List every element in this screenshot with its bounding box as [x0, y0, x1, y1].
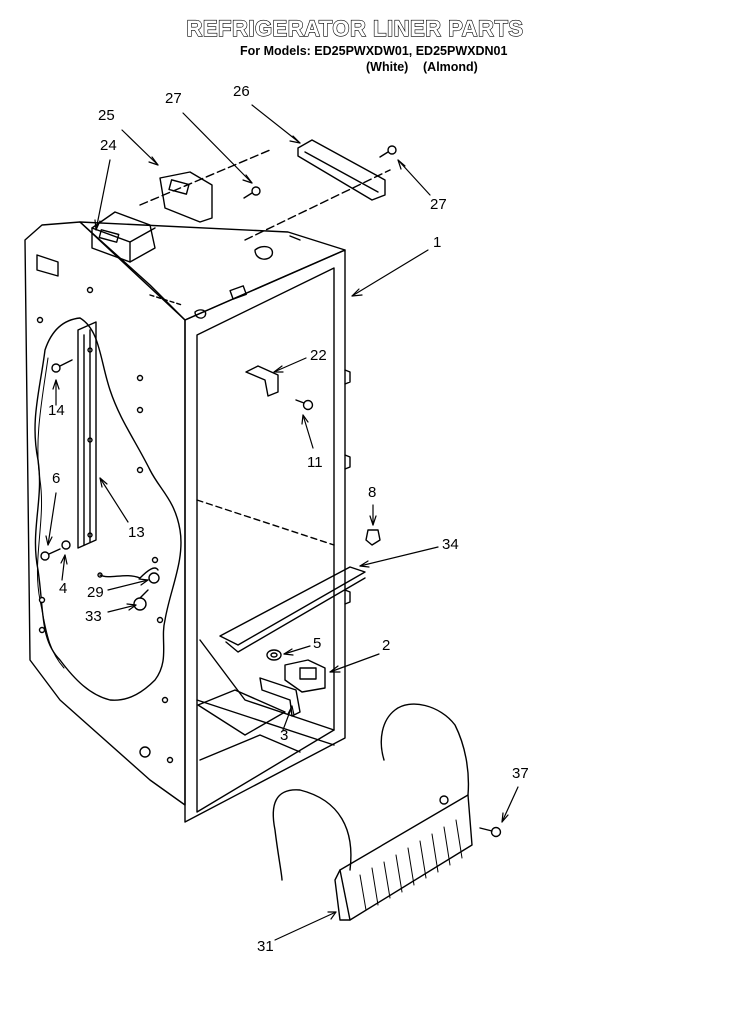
- color-label-white: (White): [366, 60, 409, 74]
- washer-5-icon: [266, 649, 282, 661]
- callout-27: 27: [430, 196, 447, 213]
- callout-33: 33: [85, 608, 102, 625]
- part-24-housing: [91, 211, 156, 263]
- callout-1: 1: [433, 234, 441, 251]
- part-31-cover: [272, 703, 473, 921]
- callout-6: 6: [52, 470, 60, 487]
- screw-11-icon: [295, 399, 314, 411]
- callout-37: 37: [512, 765, 529, 782]
- screw-27b-icon: [379, 145, 397, 158]
- callout-3: 3: [280, 727, 288, 744]
- part-22-bracket: [245, 365, 279, 397]
- bulb-33-icon: [133, 589, 149, 611]
- page-title: REFRIGERATOR LINER PARTS: [186, 15, 524, 41]
- part-25-bracket: [159, 171, 213, 223]
- callout-2: 2: [382, 637, 390, 654]
- insulation-cutaway: [34, 317, 182, 701]
- callout-26: 26: [233, 83, 250, 100]
- part-3-bracket: [259, 677, 301, 717]
- panel-holes: [36, 286, 174, 764]
- callout-14: 14: [48, 402, 65, 419]
- callout-25: 25: [98, 107, 115, 124]
- callout-labels: 25 24 27 26 27 1 22 14 11 6 8 13 34 4 29 33 5 2 3 37 31: [48, 83, 529, 955]
- insulation-edge: [36, 357, 65, 669]
- screw-14-icon: [51, 359, 73, 373]
- clip-8-icon: [365, 529, 381, 546]
- screw-6-icon: [40, 548, 61, 561]
- callout-29: 29: [87, 584, 104, 601]
- leader-lines: [45, 104, 519, 941]
- callout-8: 8: [368, 484, 376, 501]
- callout-31: 31: [257, 938, 274, 955]
- callout-4: 4: [59, 580, 67, 597]
- callout-22: 22: [310, 347, 327, 364]
- callout-34: 34: [442, 536, 459, 553]
- callout-13: 13: [128, 524, 145, 541]
- nut-4-icon: [61, 540, 71, 550]
- part-2-bracket: [284, 659, 326, 693]
- screw-37-icon: [479, 826, 502, 838]
- callout-24: 24: [100, 137, 117, 154]
- part-29-switch: [97, 567, 160, 584]
- models-line: For Models: ED25PWXDW01, ED25PWXDN01: [240, 44, 508, 58]
- callout-27: 27: [165, 90, 182, 107]
- callout-11: 11: [307, 454, 323, 471]
- part-26-channel: [297, 139, 386, 201]
- color-label-almond: (Almond): [423, 60, 478, 74]
- screw-27a-icon: [243, 186, 261, 199]
- callout-5: 5: [313, 635, 321, 652]
- part-34-support: [219, 566, 366, 653]
- vertical-channel-13: [77, 321, 97, 549]
- liner-cabinet: [24, 149, 391, 823]
